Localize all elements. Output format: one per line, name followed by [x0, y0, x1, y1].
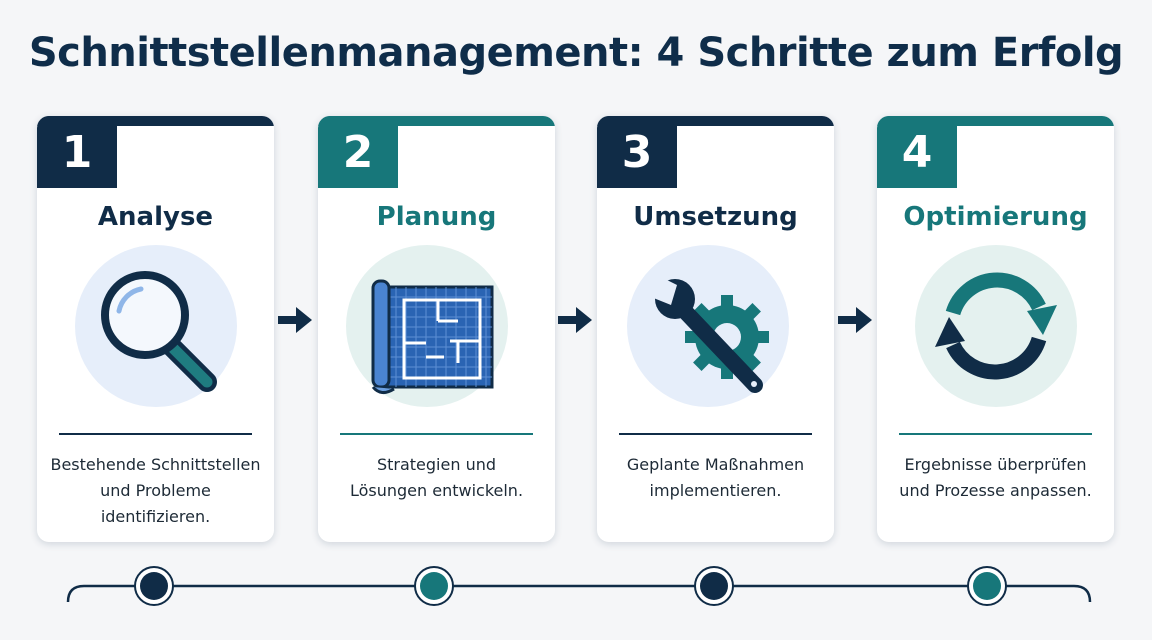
- timeline: [66, 566, 1092, 606]
- timeline-node: [134, 566, 174, 606]
- card-divider: [899, 433, 1092, 435]
- card-divider: [619, 433, 812, 435]
- step-title: Optimierung: [903, 202, 1088, 232]
- icon-circle: [915, 245, 1077, 407]
- wrench-gear-icon: [651, 275, 769, 393]
- step-title: Analyse: [97, 202, 214, 232]
- timeline-node: [694, 566, 734, 606]
- step-card-umsetzung: 3 Umsetzung: [597, 116, 834, 542]
- step-number-badge: 4: [877, 116, 957, 188]
- refresh-cycle-icon: [935, 272, 1057, 380]
- card-top-bar: [37, 116, 274, 126]
- arrow-right-icon: [558, 307, 592, 333]
- icon-circle: [627, 245, 789, 407]
- card-top-bar: [318, 116, 555, 126]
- icon-circle: [75, 245, 237, 407]
- step-card-planung: 2 Planung: [318, 116, 555, 542]
- icon-circle: [346, 245, 508, 407]
- blueprint-icon: [371, 279, 494, 394]
- arrow-right-icon: [838, 307, 872, 333]
- card-top-bar: [877, 116, 1114, 126]
- timeline-node: [414, 566, 454, 606]
- step-number-badge: 2: [318, 116, 398, 188]
- step-description: Strategien und Lösungen entwickeln.: [349, 455, 524, 500]
- step-title: Planung: [376, 202, 497, 232]
- step-number-badge: 3: [597, 116, 677, 188]
- step-card-optimierung: 4 Optimierung Ergebnisse überprüfen und …: [877, 116, 1114, 542]
- step-description: Ergebnisse überprüfen und Prozesse anpas…: [899, 455, 1092, 500]
- step-title: Umsetzung: [633, 202, 798, 232]
- card-divider: [59, 433, 252, 435]
- card-top-bar: [597, 116, 834, 126]
- magnifier-icon: [101, 271, 217, 392]
- step-number-badge: 1: [37, 116, 117, 188]
- card-divider: [340, 433, 533, 435]
- timeline-node: [967, 566, 1007, 606]
- timeline-line: [66, 584, 1092, 603]
- step-card-analyse: 1 Analyse Bestehende Schnittstellen und …: [37, 116, 274, 542]
- step-description: Bestehende Schnittstellen und Probleme i…: [50, 455, 261, 526]
- step-description: Geplante Maßnahmen implementieren.: [626, 455, 805, 500]
- arrow-right-icon: [278, 307, 312, 333]
- page-title: Schnittstellenmanagement: 4 Schritte zum…: [28, 30, 1124, 76]
